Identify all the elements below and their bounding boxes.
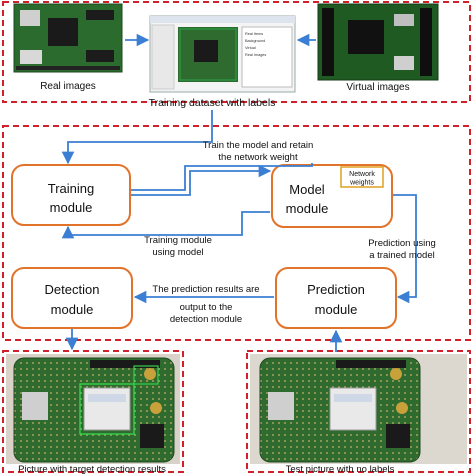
- model-to-prediction-arrow: [393, 194, 417, 304]
- network-weights-badge: [340, 166, 384, 188]
- right-bottom-caption: Test picture with no labels: [286, 464, 395, 474]
- edge-prediction-line1: Prediction using: [368, 238, 436, 249]
- dataset-to-training-arrow: [61, 110, 213, 165]
- detection-module-line2: module: [51, 302, 94, 317]
- labeling-tool-window: Real Items Background Virtual Real Image…: [149, 15, 296, 93]
- edge-results-line1: The prediction results are: [152, 284, 259, 295]
- real-images-label: Real images: [40, 81, 96, 92]
- file-list-item: Background: [245, 39, 265, 43]
- real-image-board: [13, 3, 123, 73]
- train-to-model-arrow: [131, 163, 313, 191]
- edge-training-using-line2: using model: [152, 247, 203, 258]
- prediction-module-box: [275, 267, 397, 329]
- middle-section-frame: [2, 125, 471, 341]
- train-to-model-arrow-path: [131, 164, 272, 196]
- virtual-image-board: [317, 3, 439, 81]
- prediction-module-line2: module: [315, 302, 358, 317]
- model-to-training-arrow: [61, 211, 270, 239]
- edge-training-using-line1: Training module: [144, 235, 212, 246]
- test-picture-photo: [250, 354, 467, 464]
- network-weights-line1: Network: [349, 171, 375, 178]
- network-weights-line2: weights: [349, 180, 374, 187]
- detection-module-box: [11, 267, 133, 329]
- file-list-item: Virtual: [245, 46, 256, 50]
- edge-train-line2: the network weight: [218, 152, 298, 163]
- model-module-line1: Model: [289, 182, 325, 197]
- training-module-line2: module: [50, 200, 93, 215]
- file-list-item: Real Images: [245, 53, 266, 57]
- detection-module-line1: Detection: [45, 282, 100, 297]
- top-section-frame: [2, 1, 471, 103]
- prediction-module-line1: Prediction: [307, 282, 365, 297]
- edge-results-line2: output to the: [180, 302, 233, 313]
- edge-results-line3: detection module: [170, 314, 242, 325]
- left-bottom-frame: [2, 350, 184, 473]
- virtual-images-label: Virtual images: [346, 82, 409, 93]
- detection-result-photo: [6, 354, 180, 464]
- dataset-label: Training dataset with labels: [149, 97, 276, 109]
- right-bottom-frame: [246, 350, 471, 473]
- training-module-line1: Training: [48, 181, 94, 196]
- training-module-box: [11, 164, 131, 226]
- file-list-item: Real Items: [245, 32, 263, 36]
- model-module-line2: module: [286, 201, 329, 216]
- edge-train-line1: Train the model and retain: [203, 140, 314, 151]
- edge-prediction-line2: a trained model: [369, 250, 434, 261]
- left-bottom-caption: Picture with target detection results: [18, 464, 166, 474]
